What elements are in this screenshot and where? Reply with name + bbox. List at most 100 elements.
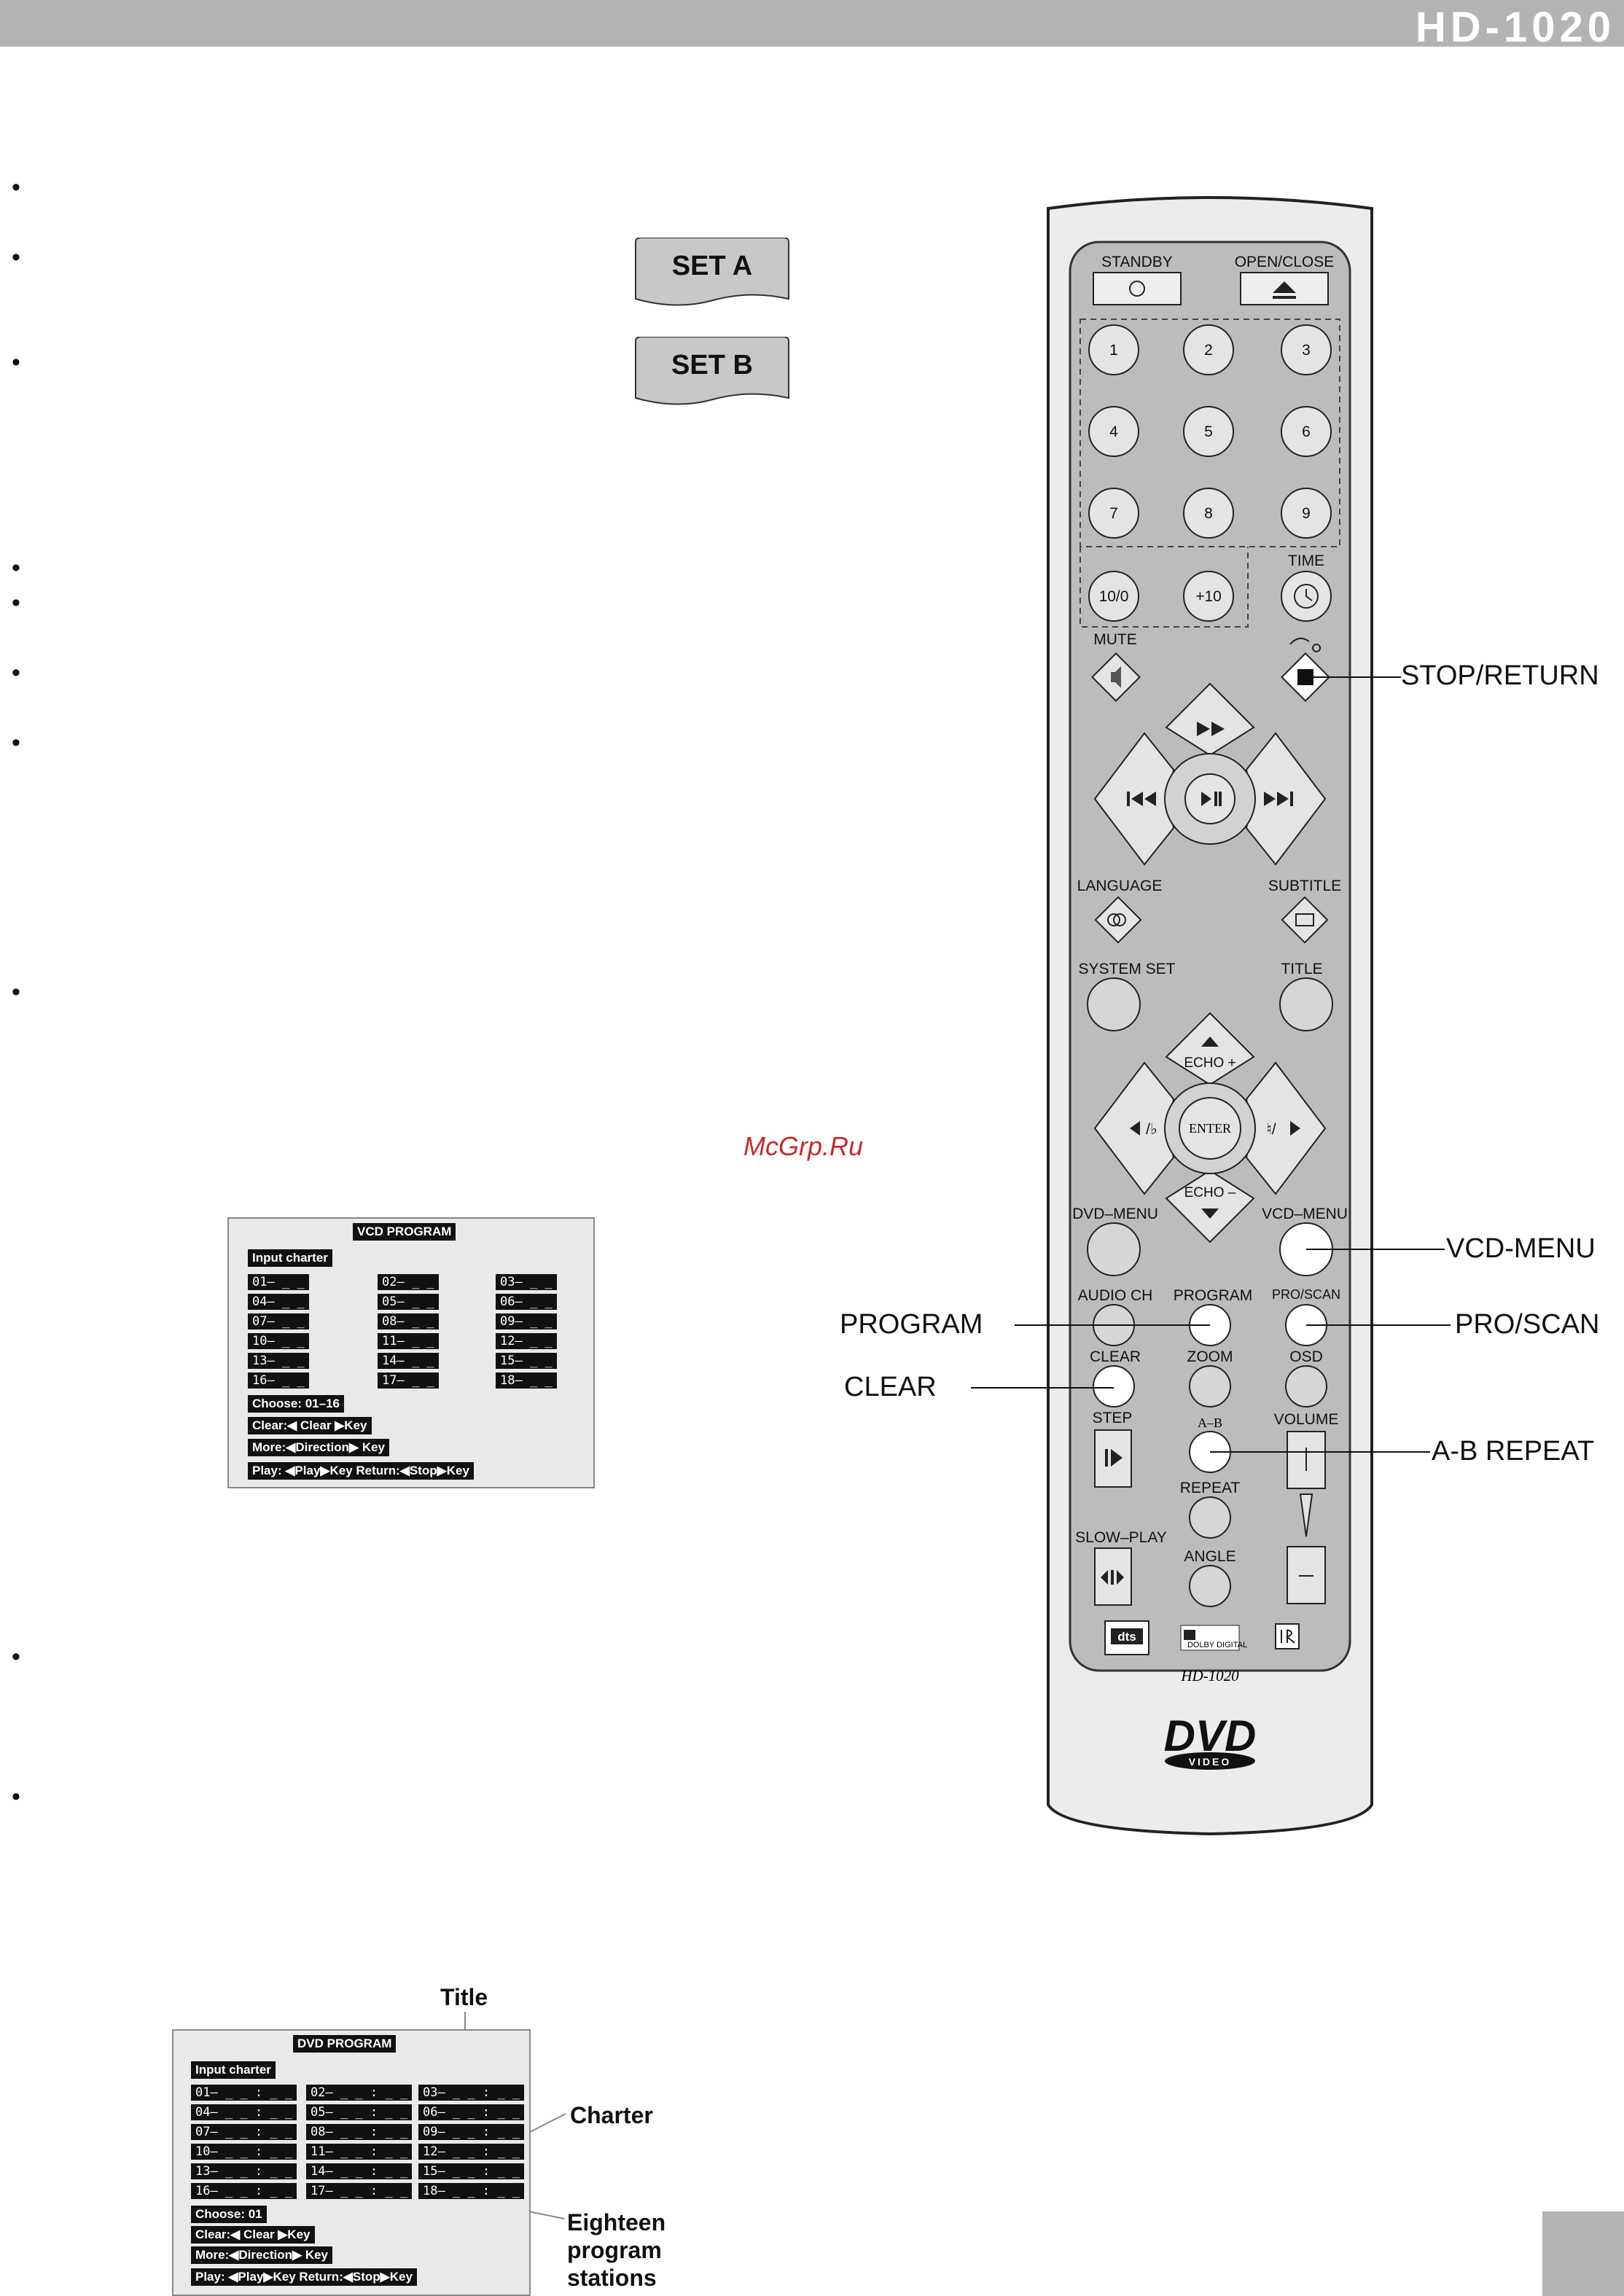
svg-text:2: 2 bbox=[1204, 342, 1213, 359]
volume-up-button[interactable] bbox=[1287, 1431, 1326, 1489]
step-button[interactable] bbox=[1094, 1429, 1132, 1488]
dvd-menu-button[interactable] bbox=[1087, 1222, 1141, 1276]
pro-scan-label: PRO/SCAN bbox=[1272, 1287, 1340, 1302]
dvd-program-screen: DVD PROGRAM Input charter 01– _ _ : _ _ … bbox=[172, 2029, 531, 2296]
audio-ch-label: AUDIO CH bbox=[1078, 1287, 1153, 1304]
digit-7-button[interactable] bbox=[1088, 488, 1139, 539]
clear-button[interactable] bbox=[1093, 1365, 1135, 1407]
repeat-button[interactable] bbox=[1189, 1496, 1231, 1539]
osd-label: OSD bbox=[1289, 1348, 1323, 1365]
digit-1-button[interactable] bbox=[1088, 324, 1139, 375]
fast-forward-icon bbox=[1197, 722, 1225, 736]
callout-pro-scan: PRO/SCAN bbox=[1455, 1309, 1600, 1340]
next-icon bbox=[1264, 792, 1293, 806]
bullet: • bbox=[12, 659, 20, 687]
clear-label: CLEAR bbox=[1090, 1348, 1141, 1365]
title-button[interactable] bbox=[1279, 977, 1333, 1031]
previous-icon bbox=[1127, 792, 1156, 806]
volume-label: VOLUME bbox=[1274, 1411, 1339, 1428]
digit-buttons: 1 2 3 4 5 6 7 8 9 10/0 +10 bbox=[1088, 324, 1332, 622]
annotation-eighteen-stations: Eighteen program stations bbox=[567, 2209, 666, 2291]
bullet: • bbox=[12, 729, 20, 757]
digit-9-button[interactable] bbox=[1281, 488, 1332, 539]
svg-text:8: 8 bbox=[1204, 505, 1213, 522]
annotation-charter: Charter bbox=[570, 2102, 653, 2128]
digit-8-button[interactable] bbox=[1183, 488, 1234, 539]
language-button[interactable] bbox=[1094, 896, 1142, 944]
bullet: • bbox=[12, 589, 20, 617]
angle-button[interactable] bbox=[1189, 1565, 1231, 1607]
svg-text:♮/: ♮/ bbox=[1266, 1121, 1276, 1138]
step-label: STEP bbox=[1093, 1410, 1133, 1426]
digit-3-button[interactable] bbox=[1281, 324, 1332, 375]
svg-text:9: 9 bbox=[1302, 505, 1311, 522]
svg-text:dts: dts bbox=[1117, 1630, 1136, 1644]
callout-clear: CLEAR bbox=[844, 1372, 937, 1402]
bullet: • bbox=[12, 348, 20, 376]
up-arrow-icon bbox=[1201, 1036, 1219, 1047]
stop-icon bbox=[1297, 669, 1313, 685]
left-arrow-icon bbox=[1130, 1121, 1140, 1136]
set-b-tag: SET B bbox=[633, 337, 792, 410]
slow-play-label: SLOW–PLAY bbox=[1075, 1529, 1167, 1546]
dvd-menu-label: DVD–MENU bbox=[1072, 1206, 1158, 1222]
zoom-button[interactable] bbox=[1189, 1365, 1231, 1407]
bullet: • bbox=[12, 173, 20, 201]
eject-icon bbox=[1273, 281, 1296, 299]
vcd-program-screen: VCD PROGRAM Input charter 01– _ _ 02– _ … bbox=[227, 1217, 595, 1488]
play-pause-icon bbox=[1201, 792, 1222, 806]
osd-button[interactable] bbox=[1285, 1365, 1327, 1407]
language-label: LANGUAGE bbox=[1077, 878, 1163, 894]
callout-vcd-menu: VCD-MENU bbox=[1446, 1233, 1596, 1264]
standby-label: STANDBY bbox=[1101, 254, 1173, 270]
digit-2-button[interactable] bbox=[1183, 324, 1234, 375]
dvd-video-logo: DVD VIDEO bbox=[1164, 1711, 1257, 1770]
callout-program: PROGRAM bbox=[840, 1309, 983, 1340]
system-set-button[interactable] bbox=[1087, 977, 1141, 1031]
step-icon bbox=[1105, 1449, 1123, 1467]
power-icon bbox=[1129, 281, 1145, 297]
svg-text:5: 5 bbox=[1204, 423, 1213, 440]
repeat-label: REPEAT bbox=[1180, 1480, 1241, 1496]
svg-text:ENTER: ENTER bbox=[1189, 1121, 1231, 1136]
time-label: TIME bbox=[1288, 552, 1324, 569]
model-name: HD-1020 bbox=[1415, 4, 1615, 51]
title-label: TITLE bbox=[1281, 961, 1322, 977]
svg-text:DOLBY DIGITAL: DOLBY DIGITAL bbox=[1187, 1641, 1247, 1649]
bullet: • bbox=[12, 1643, 20, 1671]
plus-10-button[interactable] bbox=[1183, 571, 1234, 622]
vcd-menu-label: VCD–MENU bbox=[1262, 1206, 1348, 1222]
right-arrow-icon bbox=[1290, 1121, 1300, 1136]
volume-wedge-icon bbox=[1299, 1493, 1313, 1537]
digit-5-button[interactable] bbox=[1183, 406, 1234, 457]
svg-text:ECHO –: ECHO – bbox=[1184, 1185, 1236, 1200]
speaker-mute-icon bbox=[1111, 666, 1121, 688]
svg-text:6: 6 bbox=[1302, 423, 1311, 440]
enter-button[interactable] bbox=[1179, 1097, 1241, 1160]
page-number-box bbox=[1542, 2211, 1624, 2296]
annotation-title: Title bbox=[440, 1984, 488, 2010]
svg-text:DVD: DVD bbox=[1164, 1711, 1257, 1760]
header-bar: HD-1020 bbox=[0, 0, 1624, 51]
svg-text:VIDEO: VIDEO bbox=[1189, 1756, 1232, 1768]
digit-4-button[interactable] bbox=[1088, 406, 1139, 457]
svg-text:7: 7 bbox=[1109, 505, 1118, 522]
mute-label: MUTE bbox=[1093, 631, 1137, 648]
system-set-label: SYSTEM SET bbox=[1078, 961, 1175, 977]
bullet: • bbox=[12, 243, 20, 271]
subtitle-button[interactable] bbox=[1281, 896, 1329, 944]
svg-text:3: 3 bbox=[1302, 342, 1311, 359]
digit-10-button[interactable] bbox=[1088, 571, 1139, 622]
svg-text:10/0: 10/0 bbox=[1099, 588, 1129, 605]
open-close-label: OPEN/CLOSE bbox=[1235, 254, 1335, 270]
return-icon bbox=[1289, 637, 1322, 652]
svg-text:+10: +10 bbox=[1195, 588, 1222, 605]
standby-button[interactable] bbox=[1093, 272, 1182, 305]
bullet: • bbox=[12, 978, 20, 1006]
callout-stop-return: STOP/RETURN bbox=[1401, 660, 1599, 691]
remote-model-script: HD-1020 bbox=[1180, 1667, 1239, 1684]
svg-text:ECHO +: ECHO + bbox=[1184, 1055, 1235, 1071]
clock-icon bbox=[1294, 584, 1319, 609]
digit-6-button[interactable] bbox=[1281, 406, 1332, 457]
